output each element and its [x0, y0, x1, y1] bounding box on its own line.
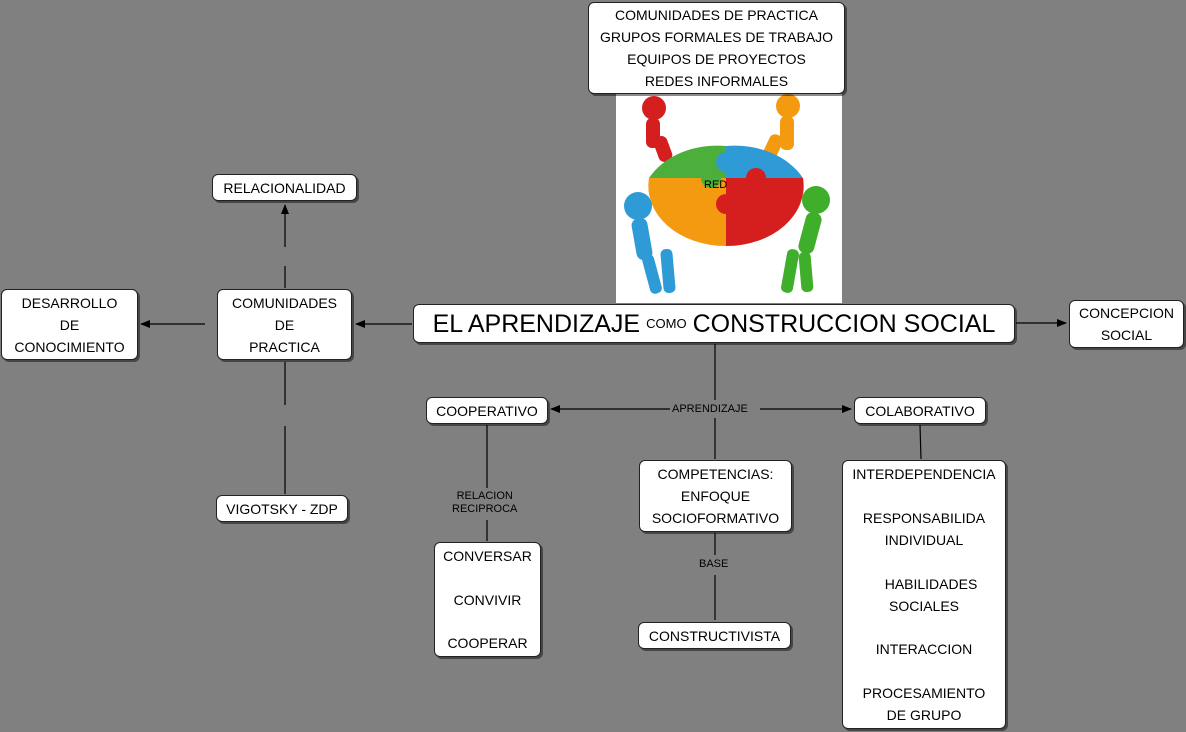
desarrollo-node[interactable]: DESARROLLO DE CONOCIMIENTO	[1, 289, 138, 360]
edge-label-aprendizaje: APRENDIZAJE	[670, 403, 750, 416]
edge-colaborativo-interdependencia	[919, 424, 922, 460]
competencias-node[interactable]: COMPETENCIAS: ENFOQUE SOCIOFORMATIVO	[639, 460, 792, 532]
edge-label-red: RED	[704, 179, 728, 191]
relacionalidad-node[interactable]: RELACIONALIDAD	[212, 174, 357, 201]
main-title-node[interactable]: EL APRENDIZAJE COMO CONSTRUCCION SOCIAL	[413, 304, 1015, 343]
vigotsky-node[interactable]: VIGOTSKY - ZDP	[216, 495, 348, 522]
concepcion-node[interactable]: CONCEPCION SOCIAL	[1069, 300, 1184, 348]
edge-label-base: BASE	[697, 558, 731, 571]
constructivista-node[interactable]: CONSTRUCTIVISTA	[638, 622, 791, 649]
puzzle-disc	[648, 145, 804, 247]
red-person	[642, 96, 673, 162]
puzzle-people-icon	[624, 94, 830, 294]
blue-person	[624, 192, 676, 294]
conversar-node[interactable]: CONVERSAR CONVIVIR COOPERAR	[434, 542, 541, 657]
cooperativo-node[interactable]: COOPERATIVO	[426, 397, 548, 424]
interdependencia-node[interactable]: INTERDEPENDENCIA RESPONSABILIDA INDIVIDU…	[842, 460, 1006, 729]
colaborativo-node[interactable]: COLABORATIVO	[854, 397, 986, 424]
comunidades-node[interactable]: COMUNIDADES DE PRACTICA	[217, 289, 352, 360]
puzzle-people-illustration	[616, 94, 842, 303]
edge-label-relacion: RELACION RECIPROCA	[450, 490, 520, 516]
groups-node[interactable]: COMUNIDADES DE PRACTICA GRUPOS FORMALES …	[588, 2, 845, 94]
green-person	[781, 186, 830, 293]
